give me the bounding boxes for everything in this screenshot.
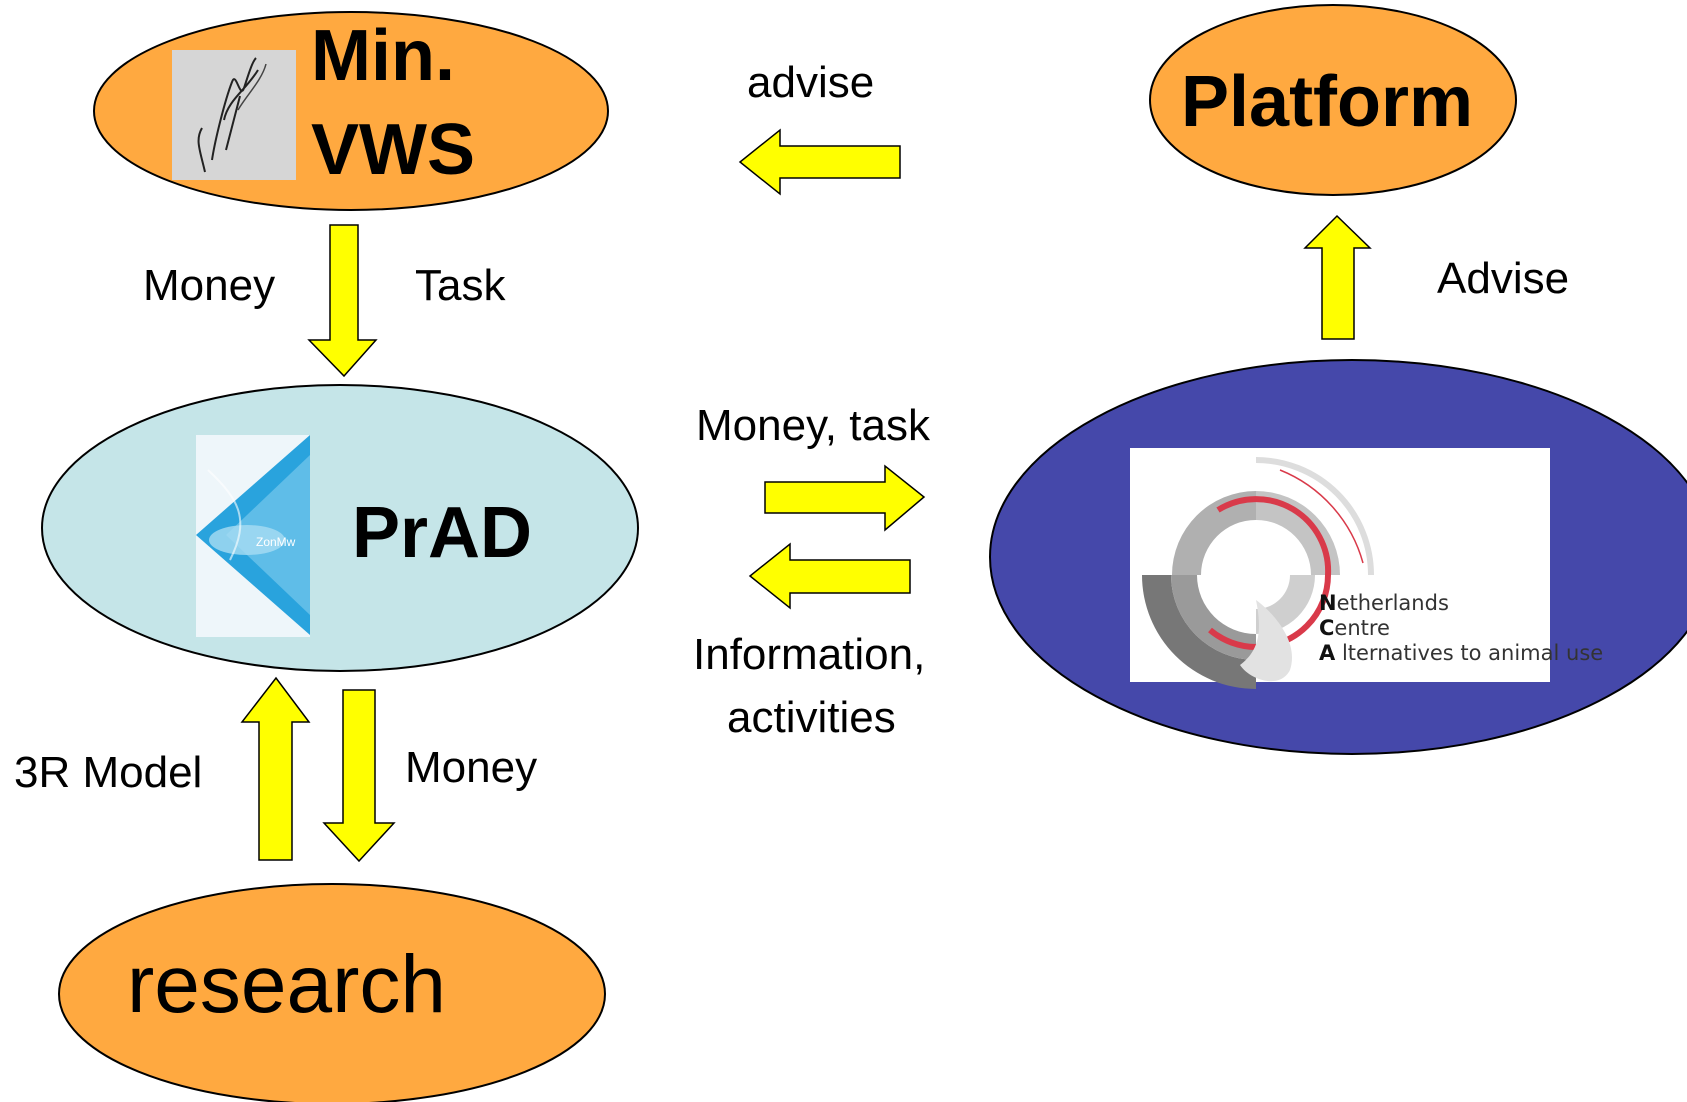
- zonmw-logo-text: ZonMw: [256, 535, 296, 549]
- edge-label-money-task: Money, task: [696, 401, 930, 450]
- zonmw-logo: [196, 435, 310, 637]
- node-prad: [41, 384, 639, 672]
- nca-initial-c: C: [1319, 616, 1335, 640]
- node-platform: [1149, 4, 1517, 196]
- arrow-money-research-down: [322, 689, 396, 863]
- edge-label-information-line2: activities: [727, 693, 896, 742]
- edge-label-3r-model: 3R Model: [14, 748, 203, 797]
- nca-logo-line3: A lternatives to animal use: [1319, 643, 1603, 664]
- arrow-advise-left: [738, 128, 901, 196]
- nca-logo: [1130, 448, 1550, 689]
- min-vws-label-line1: Min.: [311, 16, 455, 96]
- signature-logo: [172, 50, 296, 180]
- research-label: research: [127, 939, 447, 1030]
- platform-label: Platform: [1181, 62, 1474, 142]
- edge-label-money-down: Money: [143, 261, 276, 310]
- edge-label-advise-right: Advise: [1437, 254, 1570, 303]
- edge-label-money-research: Money: [405, 743, 538, 792]
- arrow-information-left: [748, 542, 911, 610]
- nca-initial-a: A: [1319, 641, 1336, 665]
- node-research: [58, 883, 606, 1102]
- prad-label: PrAD: [352, 493, 533, 573]
- nca-line3-rest: lternatives to animal use: [1335, 641, 1604, 665]
- edge-label-information-line1: Information,: [693, 630, 926, 679]
- nca-line2-rest: entre: [1334, 616, 1390, 640]
- nca-logo-line1: Netherlands: [1319, 593, 1449, 614]
- min-vws-label-line2: VWS: [311, 110, 476, 190]
- arrow-advise-up: [1303, 214, 1372, 340]
- edge-label-advise-top: advise: [747, 58, 875, 107]
- nca-line1-rest: etherlands: [1336, 591, 1449, 615]
- edge-label-task-down: Task: [415, 261, 506, 310]
- nca-logo-line2: Centre: [1319, 618, 1390, 639]
- arrow-money-task-down: [307, 224, 378, 378]
- nca-initial-n: N: [1319, 591, 1337, 615]
- arrow-money-task-right: [764, 464, 926, 532]
- arrow-3r-model-up: [240, 676, 311, 861]
